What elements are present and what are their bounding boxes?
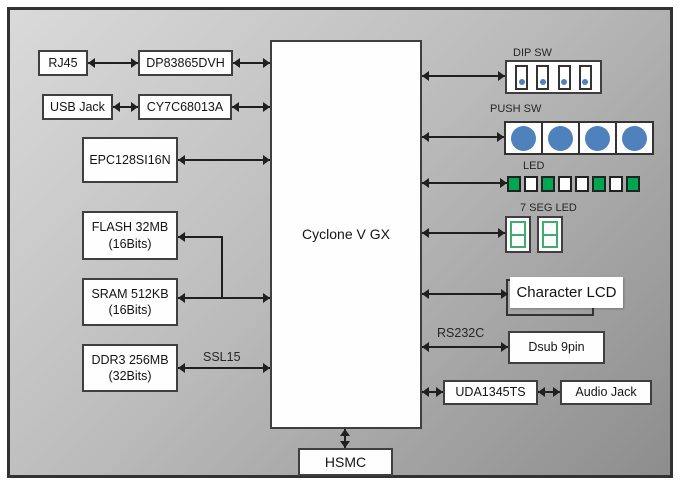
ddr3-box: DDR3 256MB (32Bits): [82, 344, 178, 392]
led-square: [507, 176, 521, 192]
flash-label-line2: (16Bits): [108, 236, 152, 251]
hsmc-label: HSMC: [324, 453, 367, 470]
arrow-fpga-pushsw: [422, 132, 504, 142]
dip-sw-panel: [505, 60, 602, 94]
dsub-9pin-label: Dsub 9pin: [528, 340, 585, 355]
sram-label-line2: (16Bits): [108, 303, 152, 317]
arrow-fpga-sevenseg: [422, 228, 505, 238]
flash-box: FLASH 32MB (16Bits): [82, 211, 178, 260]
push-button: [578, 121, 617, 155]
led-square: [524, 176, 538, 192]
led-square: [626, 176, 640, 192]
arrow-fpga-dipsw: [422, 71, 505, 81]
arrow-flash-branch: [178, 232, 223, 242]
led-square: [609, 176, 623, 192]
push-button: [504, 121, 543, 155]
usb-jack-box: USB Jack: [42, 94, 113, 120]
config-device-box: EPC128SI16N: [82, 137, 178, 183]
arrow-config-fpga: [178, 155, 270, 165]
ssl15-label: SSL15: [203, 350, 241, 364]
push-button-cap: [585, 125, 610, 151]
character-lcd: Character LCD: [506, 277, 628, 317]
seven-seg-digit: [505, 216, 531, 253]
character-lcd-label: Character LCD: [516, 284, 617, 301]
dsub-9pin-box: Dsub 9pin: [508, 331, 605, 364]
sram-label-line1: SRAM 512KB: [91, 286, 169, 301]
arrow-usbctrl-fpga: [232, 102, 270, 112]
dip-switch: [536, 64, 550, 90]
ddr3-label-line2: (32Bits): [108, 369, 152, 383]
led-square: [575, 176, 589, 192]
dip-switch: [578, 64, 592, 90]
push-sw-panel: [504, 121, 660, 155]
arrow-fpga-hsmc: [340, 429, 350, 448]
arrow-sram-fpga: [178, 293, 270, 303]
usb-controller-box: CY7C68013A: [138, 94, 232, 120]
led-label: LED: [523, 160, 545, 172]
push-button-cap: [511, 125, 536, 151]
hsmc-box: HSMC: [298, 448, 393, 476]
seven-seg-middle-segment: [510, 233, 526, 236]
seven-seg-label: 7 SEG LED: [520, 202, 577, 214]
dip-switch-knob: [561, 78, 568, 85]
fpga-box: Cyclone V GX: [270, 40, 422, 429]
flash-label-line1: FLASH 32MB: [91, 220, 169, 235]
audio-codec-label: UDA1345TS: [455, 385, 526, 400]
dip-switch: [557, 64, 571, 90]
fpga-label: Cyclone V GX: [302, 226, 390, 243]
arrow-fpga-lcd: [422, 289, 508, 299]
ddr3-label-line1: DDR3 256MB: [91, 352, 169, 367]
led-square: [592, 176, 606, 192]
dip-switch-knob: [582, 78, 589, 85]
character-lcd-box: Character LCD: [510, 277, 623, 308]
arrow-fpga-codec: [422, 387, 443, 397]
rj45-label: RJ45: [48, 55, 78, 70]
dip-sw-label: DIP SW: [513, 47, 552, 59]
audio-jack-label: Audio Jack: [575, 385, 637, 400]
usb-controller-label: CY7C68013A: [146, 99, 224, 114]
usb-jack-label: USB Jack: [50, 99, 105, 114]
ethernet-phy-label: DP83865DVH: [146, 55, 225, 70]
push-sw-label: PUSH SW: [490, 103, 542, 115]
push-button: [541, 121, 580, 155]
push-button: [615, 121, 654, 155]
ethernet-phy-box: DP83865DVH: [138, 50, 233, 76]
arrow-fpga-dsub: [422, 342, 508, 352]
sram-box: SRAM 512KB (16Bits): [82, 278, 178, 326]
config-device-label: EPC128SI16N: [89, 152, 171, 167]
audio-jack-box: Audio Jack: [560, 380, 652, 405]
dip-switch-knob: [518, 78, 525, 85]
arrow-fpga-led: [422, 178, 507, 188]
arrow-rj45-phy: [88, 58, 138, 68]
led-square: [541, 176, 555, 192]
arrow-ddr3-fpga: [178, 363, 270, 373]
push-button-cap: [622, 125, 647, 151]
dip-switch: [515, 64, 529, 90]
flash-branch-line: [221, 237, 223, 298]
arrow-phy-fpga: [233, 58, 270, 68]
push-button-cap: [548, 125, 573, 151]
rj45-box: RJ45: [38, 50, 88, 76]
audio-codec-box: UDA1345TS: [443, 380, 538, 405]
led-panel: [507, 176, 640, 192]
arrow-usbjack-usbctrl: [113, 102, 138, 112]
dip-switch-knob: [539, 78, 546, 85]
rs232c-label: RS232C: [437, 326, 485, 340]
seven-seg-digit: [537, 216, 563, 253]
diagram-canvas: RJ45 DP83865DVH USB Jack CY7C68013A EPC1…: [7, 7, 673, 478]
led-square: [558, 176, 572, 192]
seven-seg-middle-segment: [542, 233, 558, 236]
arrow-codec-audiojack: [538, 387, 560, 397]
